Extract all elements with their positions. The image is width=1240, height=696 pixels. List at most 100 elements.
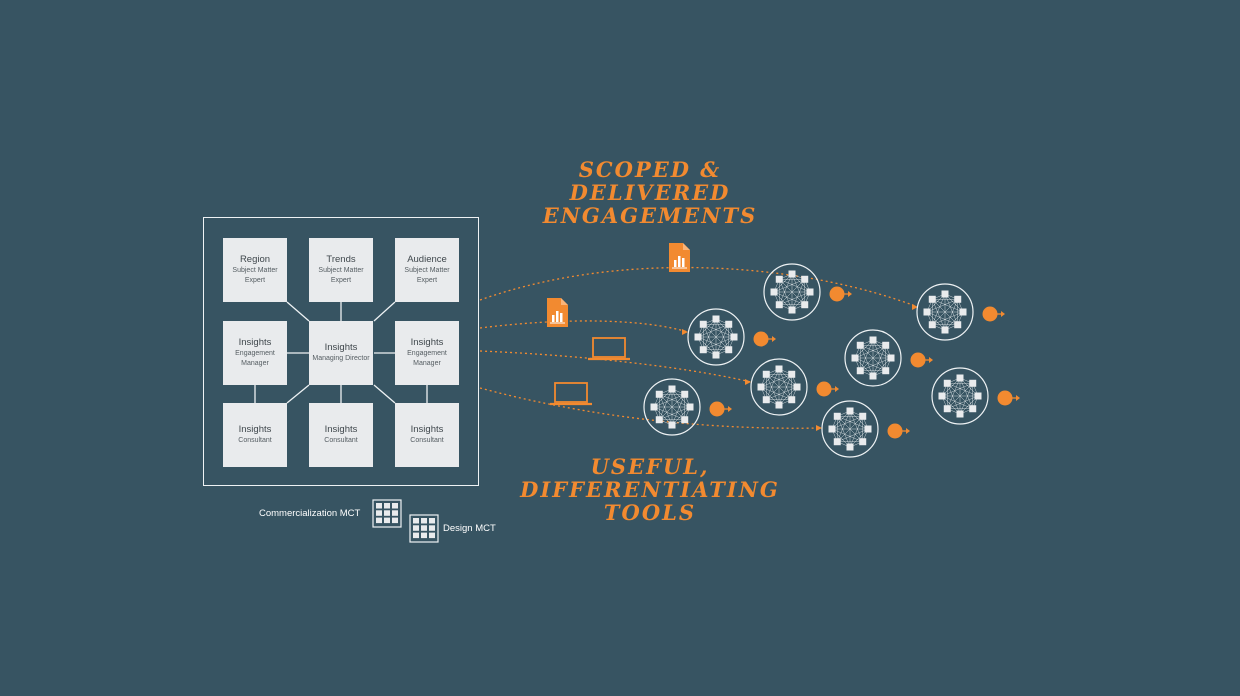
- network-node: [833, 438, 841, 446]
- network-link: [837, 416, 851, 448]
- role-subtitle: Consultant: [324, 437, 358, 444]
- network-link: [932, 299, 964, 313]
- laptop-screen: [592, 337, 626, 358]
- network-node: [864, 425, 872, 433]
- network-link: [860, 345, 892, 359]
- laptop-screen: [554, 382, 588, 403]
- output-arrow-head: [929, 357, 933, 363]
- network-node: [730, 333, 738, 341]
- heading-useful-tools: USEFUL, DIFFERENTIATING TOOLS: [510, 455, 790, 524]
- network-icon: [750, 358, 839, 416]
- network-node: [775, 365, 783, 373]
- output-arrow-head: [1001, 311, 1005, 317]
- network-node: [793, 383, 801, 391]
- output-arrow-head: [906, 428, 910, 434]
- network-link: [659, 394, 673, 426]
- laptop-icon: [550, 382, 592, 406]
- network-ring: [750, 358, 808, 416]
- role-title: Insights: [324, 342, 358, 353]
- role-title: Trends: [326, 254, 356, 265]
- network-node: [869, 336, 877, 344]
- output-arrow-icon: [709, 401, 725, 417]
- network-link: [766, 374, 792, 400]
- network-ring: [643, 378, 701, 436]
- network-node: [699, 346, 707, 354]
- network-link: [837, 416, 863, 442]
- network-node: [725, 346, 733, 354]
- role-subtitle: Managing Director: [312, 355, 370, 362]
- network-node: [882, 341, 890, 349]
- network-node: [655, 390, 663, 398]
- flow-arrowhead: [816, 425, 822, 431]
- network-ring: [821, 400, 879, 458]
- network-link: [947, 383, 979, 397]
- role-title: Insights: [238, 337, 272, 348]
- grid-cell: [413, 518, 419, 524]
- report-bar: [552, 315, 555, 322]
- network-link: [703, 324, 717, 356]
- network-node: [923, 308, 931, 316]
- grid-cell: [413, 525, 419, 531]
- legend-design-label: Design MCT: [443, 523, 496, 534]
- team-grid-icon: [372, 499, 402, 528]
- network-node: [775, 301, 783, 309]
- heading-line: ENGAGEMENTS: [542, 203, 758, 228]
- output-arrow-icon: [753, 331, 769, 347]
- network-node: [943, 405, 951, 413]
- grid-cell: [421, 518, 427, 524]
- network-icon: [844, 329, 933, 387]
- report-fold: [561, 298, 568, 305]
- network-node: [655, 416, 663, 424]
- network-node: [959, 308, 967, 316]
- network-link: [779, 279, 793, 311]
- network-node: [650, 403, 658, 411]
- network-link: [779, 279, 805, 305]
- grid-cell: [429, 532, 435, 539]
- network-ring: [916, 283, 974, 341]
- legend-icons: [372, 499, 439, 543]
- network-node: [757, 383, 765, 391]
- network-node: [668, 385, 676, 393]
- grid-cell: [429, 518, 435, 524]
- flow-arrowhead: [745, 379, 751, 385]
- network-node: [806, 288, 814, 296]
- grid-cell: [421, 525, 427, 531]
- connector-line: [373, 384, 396, 404]
- network-node: [928, 295, 936, 303]
- grid-frame: [409, 514, 439, 543]
- network-node: [686, 403, 694, 411]
- network-icon: [687, 308, 776, 366]
- network-node: [856, 341, 864, 349]
- network-node: [846, 443, 854, 451]
- flow-path: [479, 320, 689, 333]
- network-link: [766, 374, 780, 406]
- report-bar: [556, 311, 559, 322]
- output-arrow-icon: [910, 352, 926, 368]
- output-arrow-head: [728, 406, 732, 412]
- network-icon: [821, 400, 910, 458]
- network-node: [954, 295, 962, 303]
- network-link: [659, 394, 691, 408]
- network-link: [947, 383, 961, 415]
- grid-cell: [376, 510, 382, 516]
- output-arrow-head: [848, 291, 852, 297]
- heading-line: DELIVERED: [569, 180, 731, 205]
- network-node: [668, 421, 676, 429]
- connector-line: [286, 301, 310, 322]
- network-node: [882, 367, 890, 375]
- heading-line: USEFUL,: [590, 454, 710, 479]
- laptop-icon: [588, 337, 630, 361]
- network-icon: [763, 263, 852, 321]
- heading-line: DIFFERENTIATING: [520, 477, 780, 502]
- role-title: Insights: [324, 424, 358, 435]
- network-node: [941, 326, 949, 334]
- team-grid-icon: [409, 514, 439, 543]
- flow-path: [479, 350, 752, 383]
- network-node: [954, 321, 962, 329]
- network-icon: [916, 283, 1005, 341]
- network-node: [762, 370, 770, 378]
- report-icon: [669, 243, 690, 272]
